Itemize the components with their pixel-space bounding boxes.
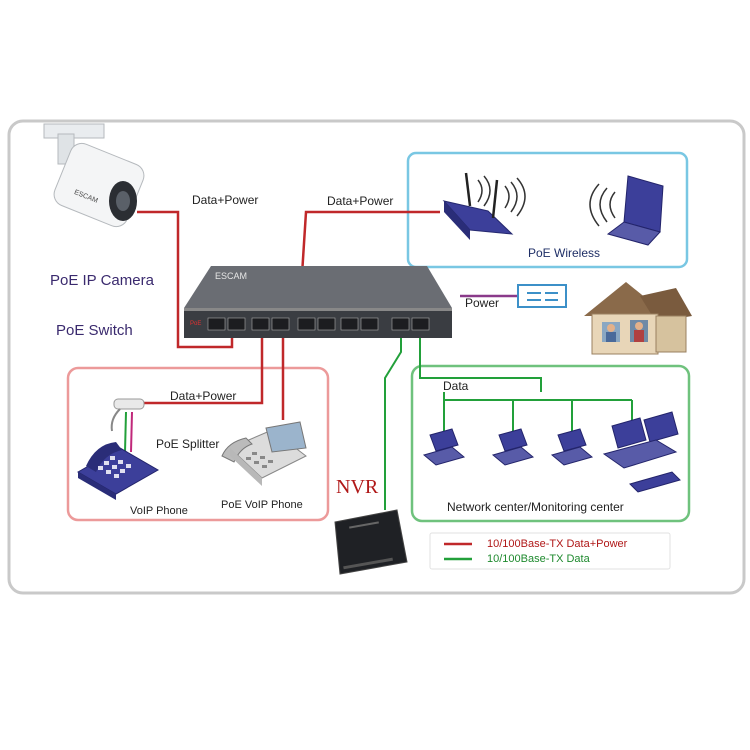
switch-port [360, 317, 379, 331]
switch-badge: PoE [190, 321, 201, 327]
switch-port [251, 317, 270, 331]
network-drops [443, 392, 633, 435]
legend-box [429, 532, 671, 570]
poe-voip-phone-label: PoE VoIP Phone [221, 499, 303, 511]
power-label: Power [465, 296, 500, 310]
ip-camera: ESCAM [43, 123, 145, 228]
outer-frame [7, 119, 746, 595]
switch-port [271, 317, 290, 331]
data-lines [384, 337, 633, 510]
legend-label-data: 10/100Base-TX Data [487, 553, 590, 565]
poe-splitter-label: PoE Splitter [156, 437, 220, 451]
switch-port [340, 317, 359, 331]
splitter-cable [143, 337, 264, 405]
poe-voip-phone-icon [221, 421, 307, 486]
poe-wireless-label: PoE Wireless [528, 246, 601, 260]
legend-label-data-power: 10/100Base-TX Data+Power [487, 538, 628, 550]
network-center-label: Network center/Monitoring center [447, 500, 624, 514]
network-trunk [419, 337, 542, 392]
wireless-data-power-label: Data+Power [327, 194, 394, 208]
power-adapter-icon [517, 284, 567, 308]
wireless-group-box [406, 151, 689, 269]
house-icon [584, 282, 692, 355]
nvr-cable [384, 337, 402, 510]
monitoring-station-icon [602, 411, 681, 493]
switch-top [184, 266, 452, 308]
nvr-device-icon [334, 509, 408, 575]
wifi-signal-icon [477, 175, 526, 217]
switch-port [317, 317, 336, 331]
camera-data-power-label: Data+Power [192, 193, 259, 207]
nvr-label: NVR [336, 476, 379, 498]
poe-switch-label: PoE Switch [56, 322, 133, 339]
wireless-router-icon [442, 172, 526, 240]
legend [429, 532, 671, 570]
switch-port [297, 317, 316, 331]
switch-port [391, 317, 410, 331]
wifi-signal-icon [589, 183, 616, 227]
poe-switch: ESCAM PoE [184, 266, 452, 338]
poe-splitter-icon [110, 398, 145, 453]
computer-icon [422, 428, 466, 466]
voip-phone-label: VoIP Phone [130, 505, 188, 517]
switch-port [227, 317, 246, 331]
switch-ports [207, 317, 430, 331]
computer-icon [491, 428, 535, 466]
camera-cable [137, 210, 234, 349]
switch-port [411, 317, 430, 331]
splitter-data-power-label: Data+Power [170, 389, 237, 403]
data-label: Data [443, 379, 469, 393]
voip-phone-icon [76, 442, 160, 500]
computer-icon [550, 428, 594, 466]
switch-port [207, 317, 226, 331]
switch-logo: ESCAM [215, 271, 247, 281]
laptop-icon [589, 175, 664, 246]
network-group-box [410, 364, 691, 523]
poe-ip-camera-label: PoE IP Camera [50, 272, 154, 289]
phone-group-box [66, 366, 330, 522]
